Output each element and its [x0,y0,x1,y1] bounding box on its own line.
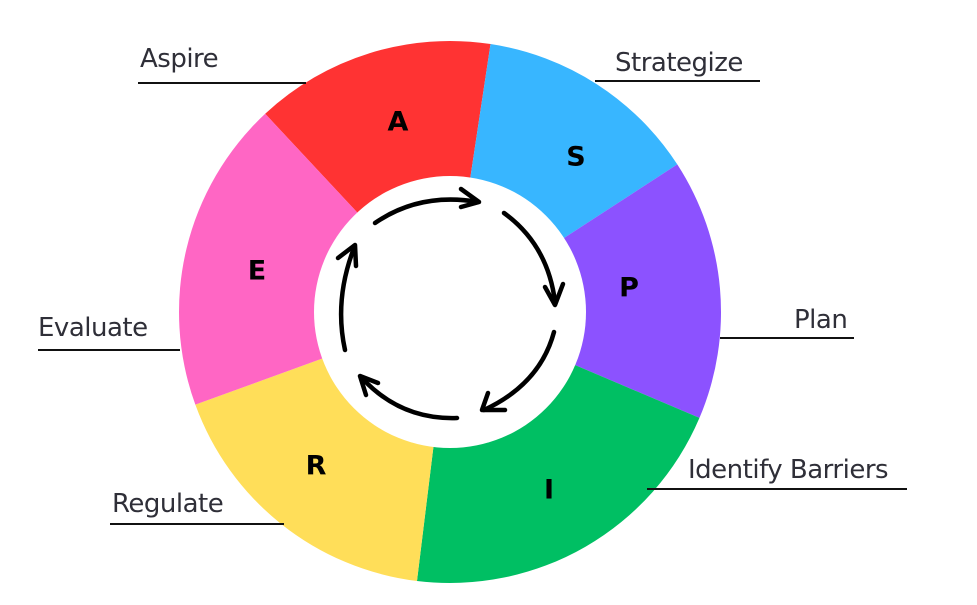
segment-label-evaluate: Evaluate [38,313,148,343]
wheel-segment-aspire [265,41,491,217]
wheel-segment-regulate [195,356,435,581]
segment-label-strategize: Strategize [615,48,743,78]
segment-letter-identify-barriers: I [544,475,554,506]
cycle-arrow-bottom-left-head [357,373,381,398]
leader-line-aspire [138,82,306,84]
leader-line-strategize [595,80,760,82]
leader-line-identify-barriers [647,488,907,490]
clockwise-cycle-arrows-icon [335,186,566,421]
segment-label-identify-barriers: Identify Barriers [688,455,889,485]
wheel-segment-plan [559,164,721,418]
segment-label-plan: Plan [794,305,848,335]
cycle-arrow-top [372,197,481,226]
segment-letter-aspire: A [388,107,409,138]
segment-letter-regulate: R [306,451,327,482]
leader-line-plan [720,337,854,339]
leader-line-evaluate [38,349,180,351]
segment-letter-evaluate: E [248,256,266,287]
cycle-arrow-left-head [335,242,359,269]
segment-letter-strategize: S [566,142,585,173]
wheel-segment-identify-barriers [416,362,700,583]
leader-line-regulate [110,523,284,525]
cycle-arrow-bottom-left [358,374,460,421]
wheel-segment-strategize [469,44,678,242]
segment-letter-plan: P [619,273,639,304]
segment-label-regulate: Regulate [112,489,224,519]
cycle-arrow-left [338,245,357,353]
cycle-arrow-bottom-right [481,329,557,413]
cycle-arrow-top-head [458,186,482,210]
center-hole [314,176,586,448]
cycle-arrow-bottom-right-head [479,390,508,413]
cycle-arrow-right-head [542,281,566,308]
segment-label-aspire: Aspire [140,44,219,74]
cycle-arrow-right [501,210,558,305]
